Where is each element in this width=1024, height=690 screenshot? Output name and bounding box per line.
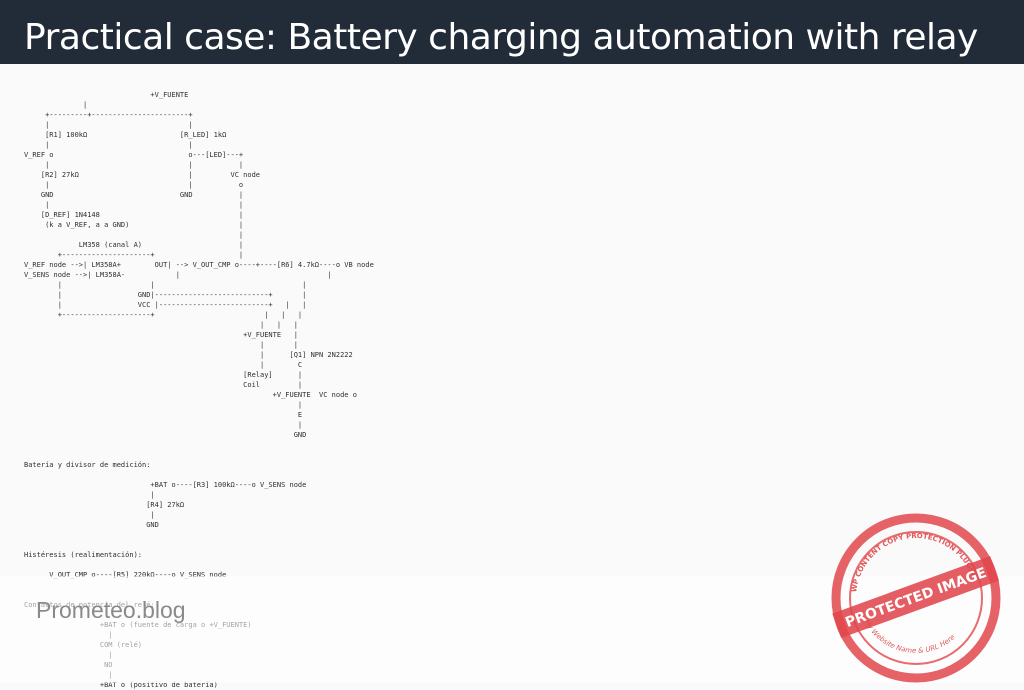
stamp-inner-ring: [849, 531, 983, 665]
stamp-band: [832, 556, 1000, 639]
stamp-center-text: PROTECTED IMAGE: [843, 565, 988, 631]
brand-watermark: Prometeo.blog: [36, 597, 186, 623]
protected-image-stamp: WP CONTENT COPY PROTECTION PLUGIN My Web…: [831, 513, 1001, 683]
title-bar: Practical case: Battery charging automat…: [0, 0, 1024, 64]
page-title: Practical case: Battery charging automat…: [24, 17, 978, 58]
stamp-outer-ring: [831, 513, 1001, 683]
